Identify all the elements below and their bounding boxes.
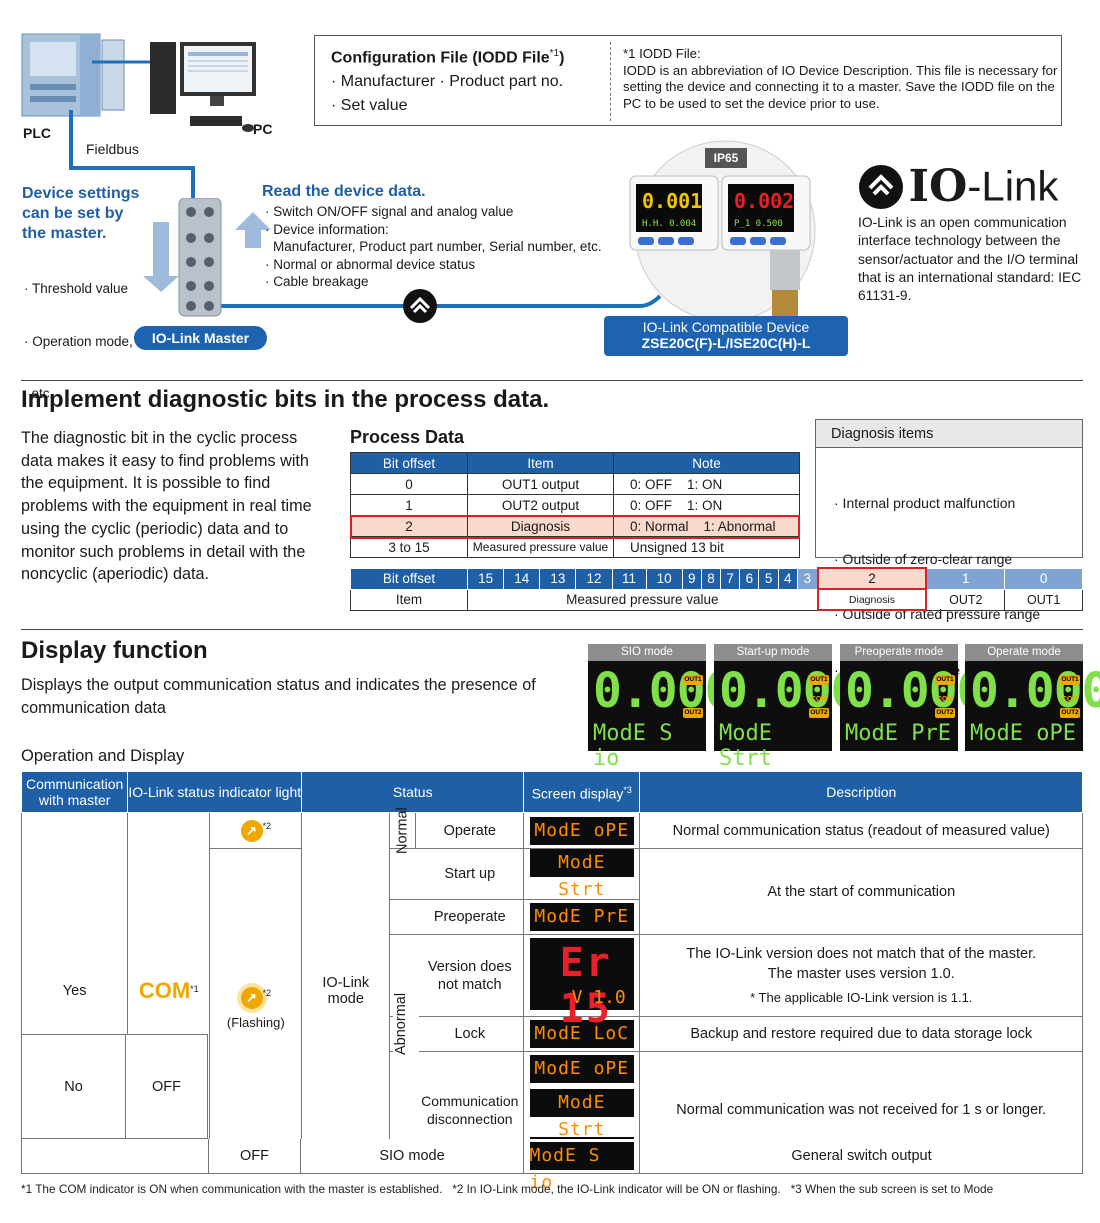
sio-indicator-off: OFF xyxy=(209,1139,301,1173)
cell-no-off: OFF xyxy=(126,1034,208,1139)
config-line-1: · Manufacturer · Product part no. xyxy=(331,73,564,90)
iolink-description: IO-Link is an open communication interfa… xyxy=(858,215,1082,304)
no-row-overlay: No OFF OFF SIO mode ModE S io General sw… xyxy=(21,1034,1083,1193)
desc-sio: General switch output xyxy=(791,1148,932,1164)
pc-label: PC xyxy=(253,121,273,137)
desc-version: The IO-Link version does not match that … xyxy=(639,934,1084,1017)
indicator-flashing: ↗*2 (Flashing) xyxy=(209,848,303,1169)
status-preoperate: Preoperate xyxy=(389,899,525,935)
mode-card-operate: Operate mode 0.000 OUT1 COM OUT2 ModE oP… xyxy=(965,644,1100,751)
svg-text:0.001: 0.001 xyxy=(642,189,702,213)
ip65-badge: IP65 xyxy=(705,148,747,168)
svg-text:P_1 0.500: P_1 0.500 xyxy=(734,219,783,229)
device-illustration: 0.001 H.H. 0.004 0.002 P_1 0.500 xyxy=(629,140,816,322)
table-row-diagnosis: 2 Diagnosis 0: Normal 1: Abnormal xyxy=(350,515,800,537)
sio-mode-label: SIO mode xyxy=(301,1139,524,1173)
iolink-master-illustration xyxy=(178,198,222,317)
mode-card-sio: SIO mode 0.000 OUT1 OUT2 ModE S io xyxy=(588,644,733,771)
diagnostic-body: The diagnostic bit in the cyclic process… xyxy=(21,429,312,584)
cell-iolink-mode: IO-Link mode xyxy=(301,812,391,1169)
plc-label: PLC xyxy=(23,125,51,141)
config-line-2: · Set value xyxy=(331,97,408,114)
section-rule-2 xyxy=(21,629,1083,630)
desc-lock: Backup and restore required due to data … xyxy=(639,1016,1084,1052)
iolink-indicator-icon: ↗ xyxy=(240,819,263,842)
process-data-title: Process Data xyxy=(350,427,465,447)
pc-illustration xyxy=(150,42,256,132)
device-settings-text: Device settings can be set by the master… xyxy=(22,185,140,242)
display-heading: Display function xyxy=(21,637,208,664)
iolink-flashing-icon: ↗ xyxy=(240,987,263,1009)
device-label-box: IO-Link Compatible Device ZSE20C(F)-L/IS… xyxy=(604,316,848,356)
plc-illustration xyxy=(21,33,125,117)
out1-cell: OUT1 xyxy=(1004,588,1083,611)
section-rule-1 xyxy=(21,380,1083,381)
fieldbus-label: Fieldbus xyxy=(86,141,139,157)
diagnosis-highlight xyxy=(350,515,800,539)
bit-offset-table: Bit offset 15 14 13 12 11 10 9 8 7 6 5 4… xyxy=(350,567,1083,611)
header-screen: Screen display*3 xyxy=(523,771,641,813)
bit-offset-label: Bit offset xyxy=(350,567,468,590)
cell-no: No xyxy=(21,1034,126,1139)
iolink-logo-icon xyxy=(859,164,903,209)
footnotes: *1 The COM indicator is ON when communic… xyxy=(21,1182,994,1196)
lcd-lock: ModE LoC xyxy=(529,1020,634,1048)
operation-title: Operation and Display xyxy=(21,747,185,765)
col-bit-offset: Bit offset xyxy=(350,452,468,474)
table-row: 3 to 15 Measured pressure value Unsigned… xyxy=(350,536,800,558)
lcd-sio: ModE S io xyxy=(529,1142,634,1193)
out2-cell: OUT2 xyxy=(925,588,1006,611)
configuration-box: Configuration File (IODD File*1) · Manuf… xyxy=(314,35,1062,126)
diagnosis-items-title: Diagnosis items xyxy=(816,420,1082,448)
abnormal-label: Abnormal xyxy=(393,993,419,1055)
diagnostic-heading: Implement diagnostic bits in the process… xyxy=(21,386,550,413)
table-row: 1 OUT2 output 0: OFF 1: ON xyxy=(350,494,800,516)
status-operate: Normal Operate xyxy=(389,807,525,854)
diagnosis-cell: Diagnosis xyxy=(816,588,928,611)
lcd-error: Er 15 V 1.0 xyxy=(529,937,634,1032)
lcd-disc-startup: ModE Strt xyxy=(529,1089,634,1140)
diagnosis-items-box: Diagnosis items · Internal product malfu… xyxy=(815,419,1083,733)
iolink-master-label: IO-Link Master xyxy=(134,326,267,350)
read-data-title: Read the device data. xyxy=(262,183,426,200)
mode-card-startup: Start-up mode 0.000 OUT1 COM OUT2 ModE S… xyxy=(714,644,859,771)
lcd-preoperate: ModE PrE xyxy=(529,903,634,931)
desc-normal: Normal communication status (readout of … xyxy=(639,812,1084,849)
sio-row: OFF SIO mode ModE S io General switch ou… xyxy=(21,1139,1083,1193)
lcd-disc-operate: ModE oPE xyxy=(529,1055,634,1083)
config-note: *1 IODD File: IODD is an abbreviation of… xyxy=(623,46,1058,111)
header-comm: Communication with master xyxy=(20,771,129,813)
config-title: Configuration File (IODD File*1) xyxy=(331,48,565,67)
sio-lcd-cell: ModE S io xyxy=(524,1139,640,1193)
iolink-icon xyxy=(403,289,437,323)
table-row: 0 OUT1 output 0: OFF 1: ON xyxy=(350,473,800,495)
header-status: Status xyxy=(301,771,525,813)
status-startup: Start up xyxy=(389,848,525,900)
indicator-on: ↗*2 xyxy=(209,812,303,849)
item-label: Item xyxy=(350,588,468,611)
process-data-table: Bit offset Item Note 0 OUT1 output 0: OF… xyxy=(350,452,800,558)
sio-left-blank xyxy=(22,1139,209,1173)
measured-pressure-cell: Measured pressure value xyxy=(466,588,819,611)
svg-text:H.H. 0.004: H.H. 0.004 xyxy=(642,219,696,229)
col-item: Item xyxy=(467,452,614,474)
read-data-list: · Switch ON/OFF signal and analog value … xyxy=(265,204,602,289)
iolink-logo: IO-Link xyxy=(858,161,1058,212)
display-body: Displays the output communication status… xyxy=(21,676,536,717)
device-settings-list: · Threshold value · Operation mode, etc. xyxy=(24,281,133,401)
system-diagram: PLC PC Fieldbus IO-Link Master xyxy=(0,0,1100,401)
lcd-operate: ModE oPE xyxy=(529,816,634,845)
mode-card-preoperate: Preoperate mode 0.000 OUT1 COM OUT2 ModE… xyxy=(840,644,985,751)
header-desc: Description xyxy=(639,771,1084,813)
config-divider xyxy=(610,42,611,121)
lcd-startup: ModE Strt xyxy=(529,849,634,900)
header-indicator: IO-Link status indicator light xyxy=(127,771,303,813)
desc-start: At the start of communication xyxy=(639,848,1084,935)
svg-text:0.002: 0.002 xyxy=(734,189,794,213)
col-note: Note xyxy=(613,452,800,474)
